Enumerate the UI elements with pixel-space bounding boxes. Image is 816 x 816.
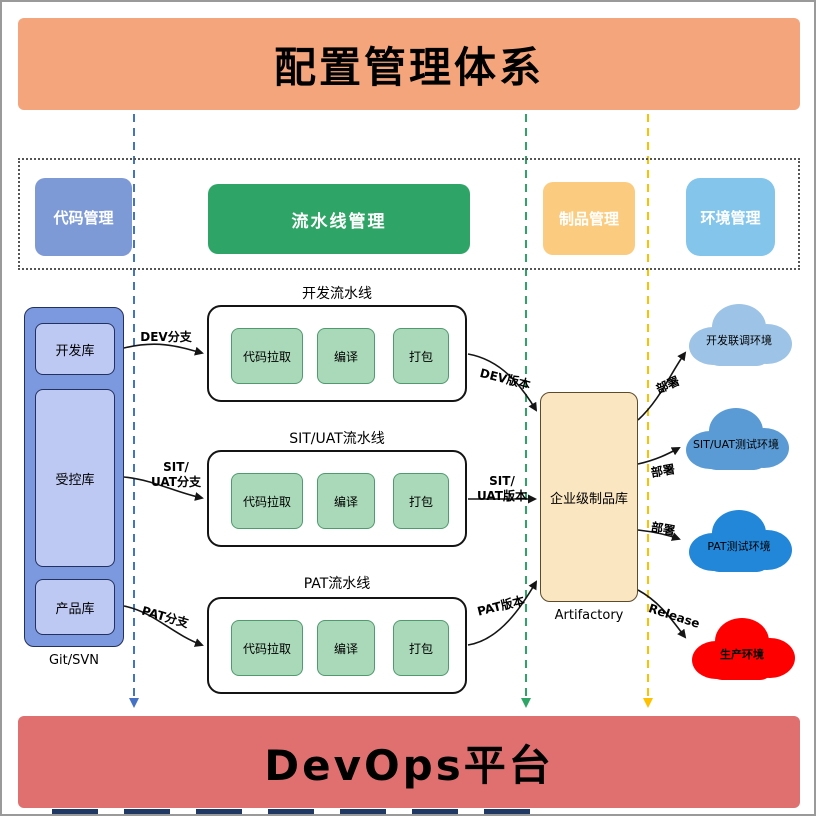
devops-banner: DevOps平台 bbox=[18, 716, 800, 808]
source-repo-group: 开发库 受控库 产品库 bbox=[24, 307, 124, 647]
step-package: 打包 bbox=[393, 473, 449, 529]
dev-branch-label: DEV分支 bbox=[140, 330, 192, 344]
pipeline-pat-title: PAT流水线 bbox=[303, 576, 371, 592]
pipeline-situat: 代码拉取 编译 打包 bbox=[207, 450, 467, 547]
repo-controlled-label: 受控库 bbox=[55, 472, 95, 488]
step-build: 编译 bbox=[317, 473, 375, 529]
top-banner: 配置管理体系 bbox=[18, 18, 800, 110]
cloud-shape bbox=[686, 408, 789, 470]
step-package-label: 打包 bbox=[408, 494, 433, 509]
step-checkout-label: 代码拉取 bbox=[242, 641, 291, 656]
situat-branch-label: SIT/ UAT分支 bbox=[151, 460, 201, 489]
step-package: 打包 bbox=[393, 328, 449, 384]
page-title: 配置管理体系 bbox=[273, 42, 544, 92]
cloud-shape bbox=[689, 510, 792, 572]
env-prod-label: 生产环境 bbox=[720, 648, 764, 661]
env-situat-cloud: SIT/UAT测试环境 bbox=[674, 398, 798, 482]
step-package-label: 打包 bbox=[408, 641, 433, 656]
step-package-label: 打包 bbox=[408, 349, 433, 364]
repo-dev-label: 开发库 bbox=[55, 343, 95, 359]
dev-version-label: DEV版本 bbox=[478, 365, 532, 393]
cloud-shape bbox=[689, 304, 792, 366]
devops-title: DevOps平台 bbox=[264, 740, 554, 790]
step-checkout: 代码拉取 bbox=[231, 620, 303, 676]
management-legend: 代码管理 流水线管理 制品管理 环境管理 bbox=[18, 158, 800, 270]
artifactory-caption: Artifactory bbox=[554, 608, 624, 623]
pipeline-dev: 代码拉取 编译 打包 bbox=[207, 305, 467, 402]
clipped-content-strip bbox=[52, 809, 534, 814]
step-build-label: 编译 bbox=[333, 494, 358, 509]
step-checkout-label: 代码拉取 bbox=[242, 349, 291, 364]
pipeline-pat: 代码拉取 编译 打包 bbox=[207, 597, 467, 694]
artifact-repository: 企业级制品库 bbox=[540, 392, 638, 602]
step-build: 编译 bbox=[317, 328, 375, 384]
legend-code-management: 代码管理 bbox=[35, 178, 132, 256]
env-dev-cloud: 开发联调环境 bbox=[677, 294, 801, 378]
step-build-label: 编译 bbox=[333, 349, 358, 364]
legend-pipeline-management: 流水线管理 bbox=[208, 184, 470, 254]
cloud-shape bbox=[692, 618, 795, 680]
step-build-label: 编译 bbox=[333, 641, 358, 656]
step-checkout: 代码拉取 bbox=[231, 328, 303, 384]
legend-artifact-management: 制品管理 bbox=[543, 182, 635, 255]
repo-product-label: 产品库 bbox=[55, 601, 95, 617]
artifact-repository-label: 企业级制品库 bbox=[549, 491, 628, 507]
env-pat-label: PAT测试环境 bbox=[707, 540, 771, 553]
env-situat-label: SIT/UAT测试环境 bbox=[692, 438, 780, 451]
env-prod-cloud: 生产环境 bbox=[680, 608, 804, 692]
legend-environment-label: 环境管理 bbox=[700, 208, 761, 227]
deploy-label-dev: 部署 bbox=[653, 373, 682, 397]
pat-branch-label: PAT分支 bbox=[140, 603, 191, 631]
env-dev-label: 开发联调环境 bbox=[706, 334, 772, 347]
dev-branch-arrow bbox=[123, 343, 204, 356]
legend-code-label: 代码管理 bbox=[53, 208, 114, 227]
step-checkout-label: 代码拉取 bbox=[242, 494, 291, 509]
repo-dev: 开发库 bbox=[35, 323, 115, 375]
legend-environment-management: 环境管理 bbox=[686, 178, 775, 256]
pipeline-dev-title: 开发流水线 bbox=[302, 286, 372, 302]
release-label: Release bbox=[646, 601, 702, 631]
legend-artifact-label: 制品管理 bbox=[558, 210, 619, 228]
git-svn-caption: Git/SVN bbox=[48, 653, 100, 668]
step-build: 编译 bbox=[317, 620, 375, 676]
step-checkout: 代码拉取 bbox=[231, 473, 303, 529]
pat-version-label: PAT版本 bbox=[475, 593, 526, 619]
env-pat-cloud: PAT测试环境 bbox=[677, 500, 801, 584]
repo-controlled: 受控库 bbox=[35, 389, 115, 567]
situat-version-label: SIT/ UAT版本 bbox=[477, 474, 527, 503]
pipeline-situat-title: SIT/UAT流水线 bbox=[289, 431, 385, 447]
step-package: 打包 bbox=[393, 620, 449, 676]
repo-product: 产品库 bbox=[35, 579, 115, 635]
legend-pipeline-label: 流水线管理 bbox=[291, 211, 387, 232]
